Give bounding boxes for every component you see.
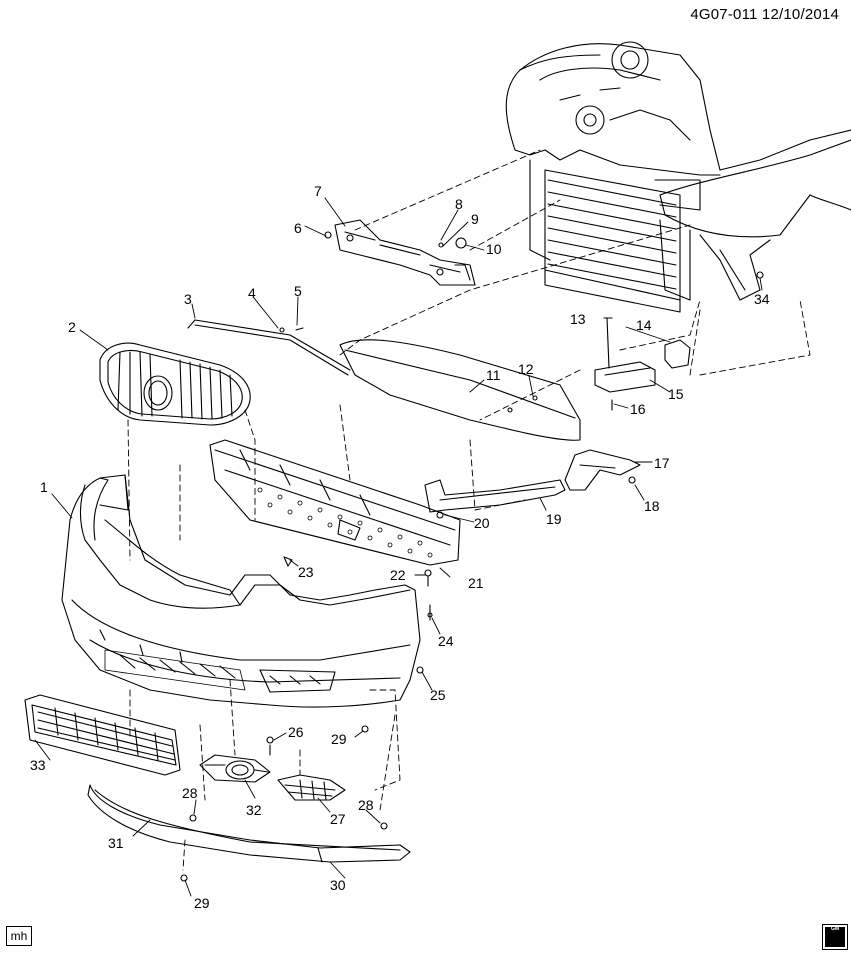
callout-20: 20 [474,515,490,531]
callout-8: 8 [455,196,463,212]
callout-22: 22 [390,567,406,583]
callout-18: 18 [644,498,660,514]
gm-logo-text: GM [830,926,840,932]
callout-9: 9 [471,211,479,227]
callout-5: 5 [294,283,302,299]
callout-6: 6 [294,220,302,236]
callout-32: 32 [246,802,262,818]
callout-26: 26 [288,724,304,740]
callout-16: 16 [630,401,646,417]
gm-logo-mark: GM [825,927,845,947]
assembly-leaders [127,149,811,871]
callout-23: 23 [298,564,314,580]
callout-12: 12 [518,361,534,377]
callout-21: 21 [468,575,484,591]
callout-24: 24 [438,633,454,649]
callout-25: 25 [430,687,446,703]
callout-29b: 29 [194,895,210,911]
author-tag: mh [6,926,32,946]
bumper-reinforcement [209,439,461,566]
upper-grille [99,342,251,426]
callout-31: 31 [108,835,124,851]
callout-33: 33 [30,757,46,773]
vehicle-front-structure [505,41,851,313]
callout-17: 17 [654,455,670,471]
callout-28: 28 [182,785,198,801]
callout-3: 3 [184,291,192,307]
callout-29: 29 [331,731,347,747]
bumper-side-bracket [424,479,566,519]
callout-leaders [34,197,763,897]
callout-4: 4 [248,285,256,301]
callout-2: 2 [68,319,76,335]
fog-lamp-bezel-right [277,774,346,801]
gm-logo: GM [822,924,848,950]
callout-34: 34 [754,291,770,307]
energy-absorber [339,339,581,441]
callout-30: 30 [330,877,346,893]
lower-grille [24,694,181,776]
callout-1: 1 [40,479,48,495]
callout-19: 19 [546,511,562,527]
guide-bracket [594,317,691,411]
fascia-support-bracket [564,449,641,491]
front-bumper-fascia [61,474,424,708]
callout-15: 15 [668,386,684,402]
callout-28b: 28 [358,797,374,813]
callout-7: 7 [314,183,322,199]
upper-grille-molding [187,319,351,376]
callout-27: 27 [330,811,346,827]
hood-latch-support [324,219,476,286]
callout-13: 13 [570,311,586,327]
callout-11: 11 [486,367,501,383]
front-air-deflector [87,784,411,863]
fog-lamp-bezel-left [199,754,271,783]
callout-10: 10 [486,241,502,257]
diagram-code: 4G07-011 12/10/2014 [690,6,839,23]
callout-14: 14 [636,317,652,333]
fasteners [180,271,764,882]
callout-labels: 1 2 3 4 5 6 7 8 9 10 11 12 13 14 15 16 1… [30,183,770,911]
